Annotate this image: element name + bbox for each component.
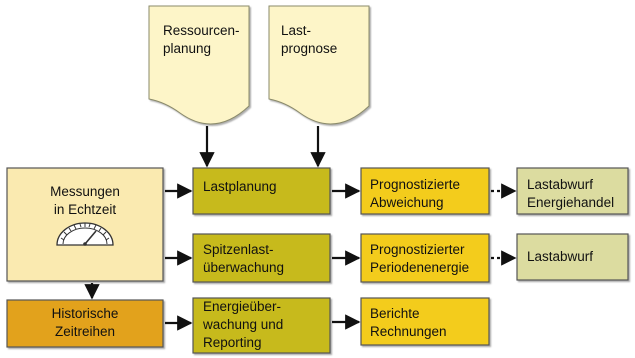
gauge-icon (56, 222, 114, 246)
reports-invoices-box (360, 297, 490, 346)
historical-series-label: Historische Zeitreihen (51, 306, 119, 339)
resource-planning-document (148, 5, 250, 125)
shedding-trading-box (516, 167, 629, 215)
reports-invoices-label: Berichte Rechnungen (370, 306, 447, 339)
forecast-period-energy-box (360, 233, 490, 283)
load-planning-label: Lastplanung (203, 179, 277, 194)
energy-monitoring-box (192, 297, 331, 354)
shedding-trading-label: Lastabwurf Energiehandel (527, 177, 615, 210)
energy-monitoring-label: Energieüber- wachung und Reporting (203, 299, 284, 350)
forecast-deviation-box (360, 167, 490, 215)
shedding-label: Lastabwurf (527, 249, 594, 264)
forecast-deviation-label: Prognostizierte Abweichung (370, 177, 461, 210)
realtime-measurements-label: Messungen in Echtzeit (50, 184, 120, 217)
load-planning-box (192, 167, 331, 215)
resource-planning-label: Ressourcen- planung (163, 23, 240, 56)
peak-monitoring-box (192, 233, 331, 283)
historical-series-box (6, 299, 164, 348)
load-forecast-label: Last- prognose (281, 23, 338, 56)
shedding-box (516, 233, 629, 281)
peak-monitoring-label: Spitzenlast- überwachung (203, 242, 285, 275)
forecast-period-energy-label: Prognostizierter Periodenenergie (370, 242, 470, 275)
load-forecast-document (268, 5, 370, 125)
